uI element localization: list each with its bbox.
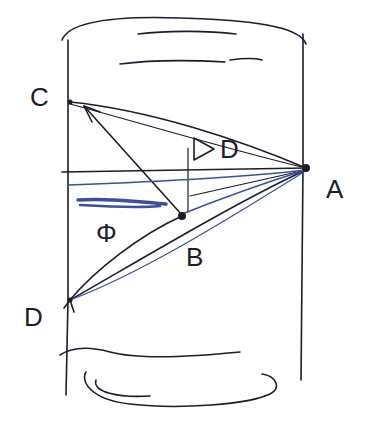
- point-label: D: [24, 304, 43, 330]
- point-label: A: [326, 176, 343, 202]
- point-label: B: [186, 244, 203, 270]
- mark-label: D: [220, 136, 239, 162]
- point-label: C: [30, 84, 49, 110]
- angle-label: Φ: [96, 220, 117, 246]
